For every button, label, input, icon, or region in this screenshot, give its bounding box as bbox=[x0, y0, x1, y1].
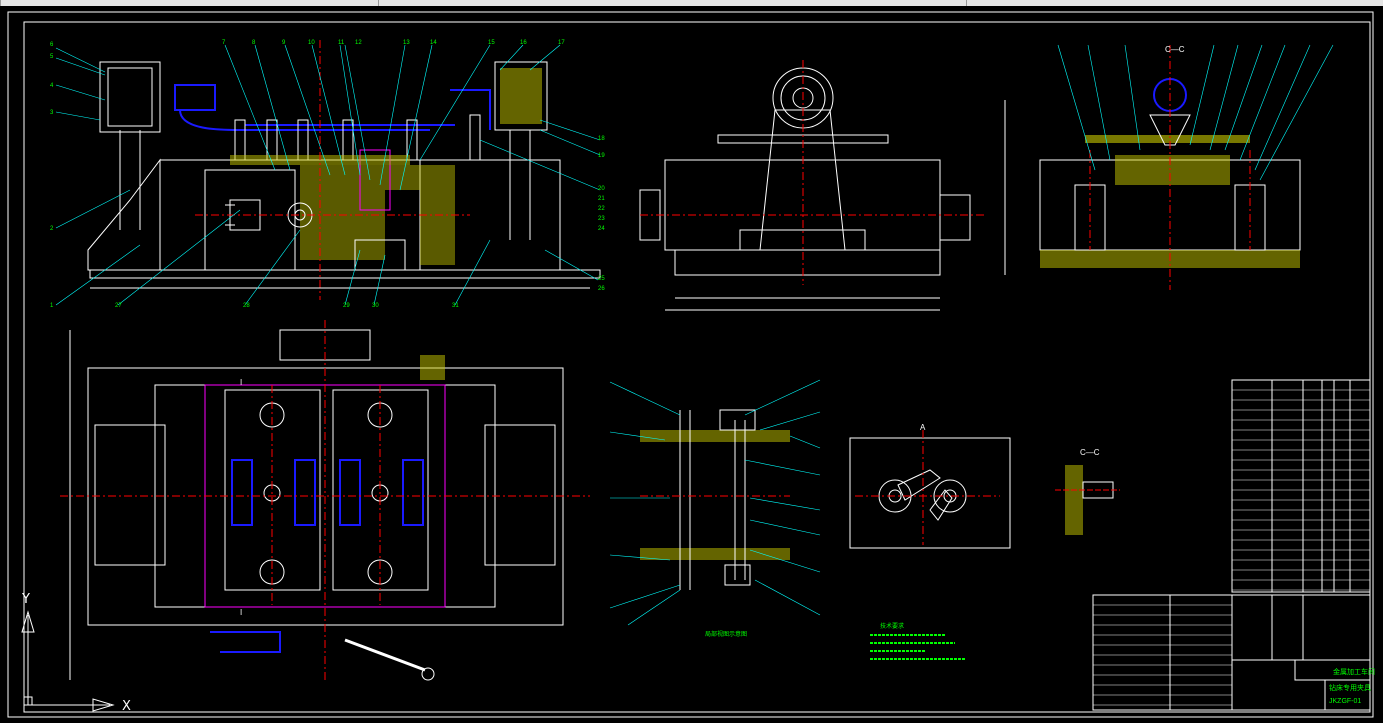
svg-text:12: 12 bbox=[355, 40, 362, 46]
svg-text:26: 26 bbox=[598, 286, 605, 292]
ucs-y-label: Y bbox=[21, 592, 30, 607]
svg-text:5: 5 bbox=[50, 54, 54, 60]
parts-list-lower-rows bbox=[1093, 604, 1232, 706]
svg-text:19: 19 bbox=[598, 153, 605, 159]
outer-border bbox=[7, 11, 1374, 718]
svg-text:25: 25 bbox=[598, 276, 605, 282]
svg-text:9: 9 bbox=[282, 40, 286, 46]
svg-text:23: 23 bbox=[598, 216, 605, 222]
svg-text:22: 22 bbox=[598, 206, 605, 212]
svg-text:7: 7 bbox=[222, 40, 226, 46]
svg-text:15: 15 bbox=[488, 40, 495, 46]
title-block-school: 金属加工车间 bbox=[1333, 667, 1375, 676]
ucs-axis-icon: Y X bbox=[21, 592, 131, 714]
view-label-i-bottom: I bbox=[240, 608, 242, 617]
view-label-i-top: I bbox=[240, 378, 242, 387]
front-view-leaders bbox=[55, 44, 601, 306]
detail-view-c[interactable] bbox=[1055, 465, 1120, 535]
svg-text:1: 1 bbox=[50, 303, 54, 309]
svg-text:11: 11 bbox=[338, 40, 345, 46]
section-view-leaders bbox=[1057, 44, 1334, 181]
side-view[interactable] bbox=[639, 60, 1006, 311]
svg-text:31: 31 bbox=[452, 303, 459, 309]
view-caption: 局部视图示意图 bbox=[705, 630, 747, 638]
svg-text:30: 30 bbox=[372, 303, 379, 309]
title-block[interactable]: 金属加工车间 钻床专用夹具 JKZGF-01 bbox=[1231, 659, 1375, 711]
svg-text:技术要求: 技术要求 bbox=[880, 622, 904, 630]
svg-text:28: 28 bbox=[243, 303, 250, 309]
svg-text:10: 10 bbox=[308, 40, 315, 46]
cross-section-view[interactable] bbox=[640, 409, 790, 590]
svg-text:13: 13 bbox=[403, 40, 410, 46]
svg-text:27: 27 bbox=[115, 303, 122, 309]
svg-text:24: 24 bbox=[598, 226, 605, 232]
technical-requirements: 技术要求 bbox=[870, 622, 965, 660]
svg-text:18: 18 bbox=[598, 136, 605, 142]
svg-text:3: 3 bbox=[50, 110, 54, 116]
top-view[interactable] bbox=[60, 320, 590, 681]
cross-section-leaders bbox=[609, 379, 821, 626]
title-block-drawing-name: 钻床专用夹具 bbox=[1329, 683, 1371, 692]
svg-text:4: 4 bbox=[50, 83, 54, 89]
section-view-top-right[interactable] bbox=[1039, 45, 1301, 290]
ucs-x-label: X bbox=[122, 699, 131, 714]
title-block-drawing-number: JKZGF-01 bbox=[1329, 698, 1361, 705]
cad-top-bar bbox=[0, 0, 1383, 6]
detail-view-a[interactable] bbox=[849, 430, 1011, 549]
svg-text:2: 2 bbox=[50, 226, 54, 232]
inner-border bbox=[23, 21, 1371, 713]
top-bar-segment[interactable] bbox=[378, 0, 679, 6]
svg-text:14: 14 bbox=[430, 40, 437, 46]
parts-list-upper-rows bbox=[1232, 389, 1370, 591]
svg-text:17: 17 bbox=[558, 40, 565, 46]
svg-text:21: 21 bbox=[598, 196, 605, 202]
svg-text:8: 8 bbox=[252, 40, 256, 46]
front-view[interactable] bbox=[87, 40, 601, 300]
svg-text:6: 6 bbox=[50, 42, 54, 48]
svg-text:16: 16 bbox=[520, 40, 527, 46]
svg-text:20: 20 bbox=[598, 186, 605, 192]
parts-list-upper[interactable] bbox=[1231, 379, 1371, 593]
svg-text:29: 29 bbox=[343, 303, 350, 309]
section-label-cc-top: C—C bbox=[1165, 45, 1185, 54]
detail-label-a: A bbox=[920, 423, 926, 432]
top-bar-segment[interactable] bbox=[966, 0, 1267, 6]
top-bar-segment[interactable] bbox=[0, 0, 201, 6]
section-label-cc-detail: C—C bbox=[1080, 448, 1100, 457]
